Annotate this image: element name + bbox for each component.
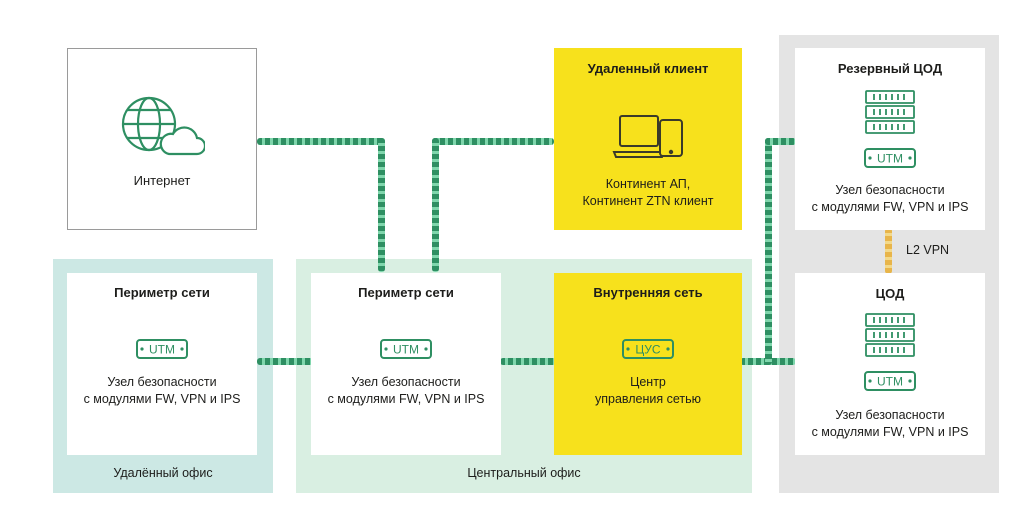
internal-network-desc-1: Центр [630, 375, 666, 389]
dc-title: ЦОД [875, 286, 905, 301]
link-internet-to-perimeter-v [378, 138, 385, 272]
utm-chip-icon: UTM [864, 371, 916, 391]
server-rack-icon [865, 90, 915, 134]
remote-perimeter-title: Периметр сети [114, 285, 210, 300]
remote-office-label: Удалённый офис [113, 466, 213, 480]
link-client-to-perimeter-v [432, 138, 439, 272]
internet-box[interactable]: Интернет [67, 48, 257, 230]
reserve-dc-desc-2: с модулями FW, VPN и IPS [811, 200, 969, 214]
reserve-dc-title: Резервный ЦОД [837, 61, 943, 76]
laptop-tablet-icon [612, 114, 684, 160]
central-perimeter-desc-1: Узел безопасности [351, 375, 461, 389]
link-l2-vpn [885, 228, 892, 274]
globe-cloud-icon [119, 94, 205, 164]
link-internet-to-perimeter-h [257, 138, 385, 145]
dc-desc-2: с модулями FW, VPN и IPS [811, 425, 969, 439]
internet-label: Интернет [133, 173, 191, 188]
central-perimeter-box[interactable]: Периметр сети UTM Узел безопасности с мо… [311, 273, 501, 455]
link-remote-to-central [257, 358, 313, 365]
cus-chip-icon: ЦУС [622, 339, 674, 359]
internal-network-box[interactable]: Внутренняя сеть ЦУС Центр управления сет… [554, 273, 742, 455]
link-client-to-perimeter-h [432, 138, 554, 145]
utm-chip-icon: UTM [864, 148, 916, 168]
remote-client-box[interactable]: Удаленный клиент Континент АП, Континент… [554, 48, 742, 230]
central-perimeter-desc-2: с модулями FW, VPN и IPS [327, 392, 485, 406]
svg-text:UTM: UTM [877, 152, 903, 166]
l2-vpn-label: L2 VPN [906, 243, 950, 257]
remote-perimeter-desc-1: Узел безопасности [107, 375, 217, 389]
server-rack-icon [865, 313, 915, 357]
link-riser-to-reserve-dc [765, 138, 796, 145]
dc-desc-1: Узел безопасности [835, 408, 945, 422]
central-perimeter-title: Периметр сети [358, 285, 454, 300]
utm-chip-icon: UTM [136, 339, 188, 359]
link-perimeter-to-internal [500, 358, 556, 365]
svg-text:UTM: UTM [149, 343, 175, 357]
remote-client-desc-2: Континент ZTN клиент [582, 194, 714, 208]
reserve-dc-box[interactable]: Резервный ЦОД UTM Узел безопасности с мо… [795, 48, 985, 230]
remote-perimeter-desc-2: с модулями FW, VPN и IPS [83, 392, 241, 406]
svg-text:ЦУС: ЦУС [635, 343, 661, 357]
dc-box[interactable]: ЦОД UTM Узел безопасности с модулями FW,… [795, 273, 985, 455]
utm-chip-icon: UTM [380, 339, 432, 359]
svg-text:UTM: UTM [877, 375, 903, 389]
central-office-label: Центральный офис [467, 466, 581, 480]
reserve-dc-desc-1: Узел безопасности [835, 183, 945, 197]
svg-text:UTM: UTM [393, 343, 419, 357]
remote-client-desc-1: Континент АП, [605, 177, 691, 191]
internal-network-title: Внутренняя сеть [593, 285, 703, 300]
remote-client-title: Удаленный клиент [587, 61, 709, 76]
internal-network-desc-2: управления сетью [594, 392, 702, 406]
remote-office-perimeter-box[interactable]: Периметр сети UTM Узел безопасности с мо… [67, 273, 257, 455]
link-dc-riser [765, 138, 772, 365]
